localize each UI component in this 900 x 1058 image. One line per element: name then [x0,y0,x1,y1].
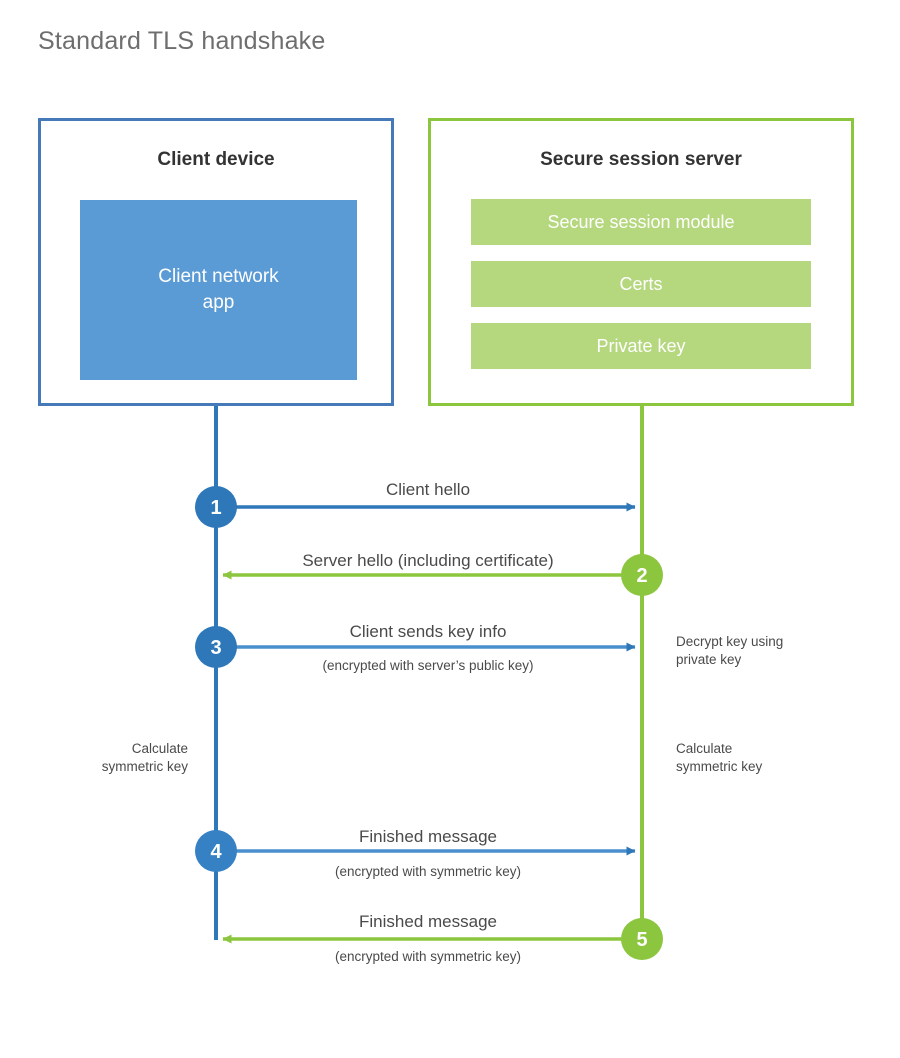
handshake-step-1: 1 Client hello [195,480,636,528]
server-module-private-key: Private key [471,323,811,369]
step-1-number: 1 [210,497,221,519]
handshake-step-5: 5 Finished message (encrypted with symme… [222,912,663,964]
decrypt-key-note: Decrypt key using private key [676,634,783,667]
secure-session-server-title: Secure session server [540,149,742,170]
server-calculate-note: Calculate symmetric key [676,741,763,774]
secure-session-server-box: Secure session server Secure session mod… [428,118,854,406]
server-calculate-note-line1: Calculate [676,741,732,756]
server-module-list: Secure session module Certs Private key [471,199,811,369]
step-2-badge [621,554,663,596]
handshake-step-3: 3 Client sends key info (encrypted with … [195,622,636,673]
client-device-box: Client device Client network app [38,118,394,406]
step-3-number: 3 [210,637,221,659]
step-4-badge [195,830,237,872]
step-5-sublabel: (encrypted with symmetric key) [335,949,521,964]
page-title: Standard TLS handshake [38,27,326,55]
client-network-app-label-line2: app [202,292,235,313]
client-network-app-block: Client network app [80,200,357,380]
server-module-certs: Certs [471,261,811,307]
handshake-step-4: 4 Finished message (encrypted with symme… [195,827,636,879]
step-3-sublabel: (encrypted with server’s public key) [322,658,533,673]
step-3-label: Client sends key info [350,622,507,641]
step-1-badge [195,486,237,528]
decrypt-key-note-line1: Decrypt key using [676,634,783,649]
handshake-step-2: 2 Server hello (including certificate) [222,551,663,596]
step-4-label: Finished message [359,827,497,846]
decrypt-key-note-line2: private key [676,652,742,667]
step-4-number: 4 [210,841,222,863]
step-5-number: 5 [636,929,647,951]
step-1-label: Client hello [386,480,470,499]
client-calculate-note: Calculate symmetric key [102,741,189,774]
step-2-label: Server hello (including certificate) [302,551,553,570]
client-calculate-note-line2: symmetric key [102,759,189,774]
step-4-sublabel: (encrypted with symmetric key) [335,864,521,879]
server-calculate-note-line2: symmetric key [676,759,763,774]
server-module-secure-session: Secure session module [471,199,811,245]
client-network-app-label-line1: Client network [158,266,279,288]
step-5-label: Finished message [359,912,497,931]
client-device-title: Client device [157,149,275,170]
client-network-app-label: Client network app [158,264,278,315]
client-calculate-note-line1: Calculate [132,741,188,756]
step-2-number: 2 [636,565,647,587]
step-3-badge [195,626,237,668]
step-5-badge [621,918,663,960]
